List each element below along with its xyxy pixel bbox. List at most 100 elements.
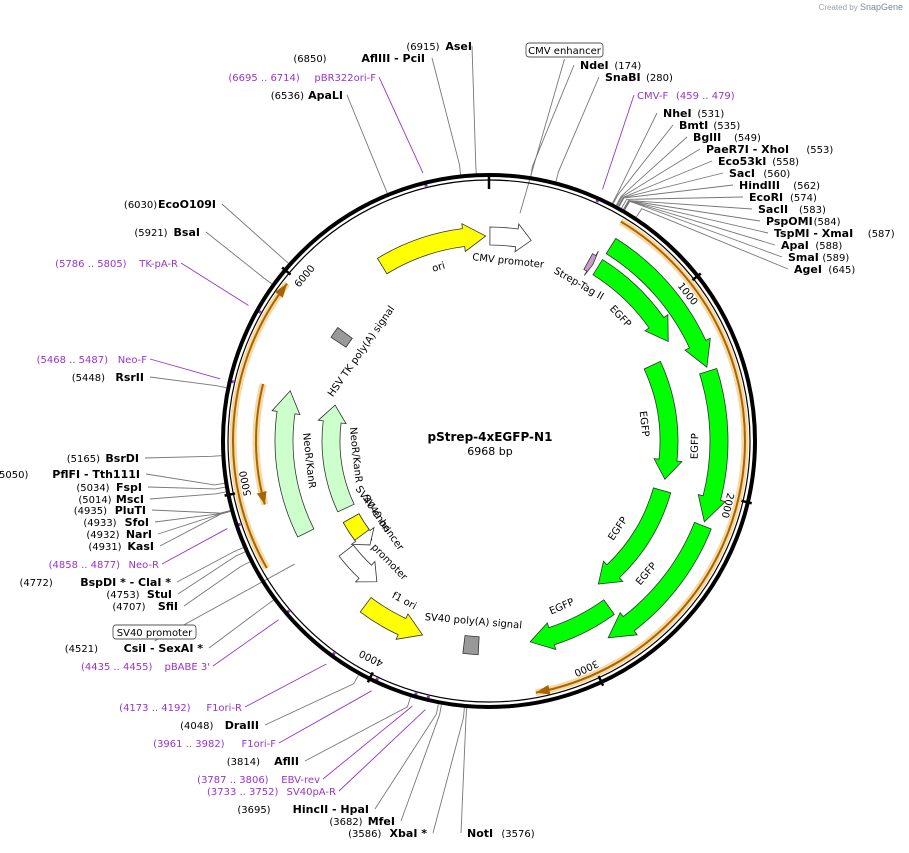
primer-pbabe3[interactable]: pBABE 3': [164, 662, 210, 673]
feature-strep-tag[interactable]: [583, 251, 599, 276]
orf-arc-orf-big: [535, 220, 746, 694]
feature-label-neor2: NeoR/KanR: [347, 427, 364, 484]
site-apai[interactable]: ApaI: [781, 239, 809, 252]
feature-egfp-i2[interactable]: [643, 360, 683, 481]
site-sfoi[interactable]: SfoI: [125, 516, 149, 529]
leader-bsai: [205, 231, 273, 285]
primer-f1orir[interactable]: F1ori-R: [206, 703, 242, 714]
site-sacii[interactable]: SacII: [758, 203, 788, 216]
feature-egfp-i3[interactable]: [597, 487, 672, 585]
site-pos-afliii: (6850): [293, 54, 326, 65]
leader-rsrii: [149, 376, 227, 389]
feature-egfp-o3[interactable]: [607, 521, 712, 639]
site-sfii[interactable]: SfiI: [158, 600, 178, 613]
site-fspi[interactable]: FspI: [116, 481, 142, 494]
feature-cmv-promoter[interactable]: [489, 223, 532, 253]
site-smai[interactable]: SmaI: [788, 251, 819, 264]
feature-label-f1-ori: f1 ori: [390, 590, 418, 612]
feature-hsv-tk[interactable]: [330, 326, 353, 348]
site-nari[interactable]: NarI: [126, 528, 152, 541]
site-asei[interactable]: AseI: [445, 40, 472, 53]
plasmid-center-label: pStrep-4xEGFP-N1 6968 bp: [428, 430, 553, 458]
site-eco53ki[interactable]: Eco53kI: [718, 155, 766, 168]
site-pos-aflii: (3814): [227, 757, 260, 768]
site-tspmi[interactable]: TspMI - XmaI: [774, 227, 853, 240]
site-afliii[interactable]: AflIII - PciI: [361, 52, 425, 65]
site-snabi[interactable]: SnaBI: [605, 71, 641, 84]
site-hincii[interactable]: HincII - HpaI: [293, 803, 369, 816]
site-apali[interactable]: ApaLI: [308, 89, 343, 102]
site-ecori[interactable]: EcoRI: [749, 191, 783, 204]
site-pspomi[interactable]: PspOMI: [766, 215, 813, 228]
plasmid-name: pStrep-4xEGFP-N1: [428, 430, 553, 444]
site-rsrii[interactable]: RsrII: [115, 371, 144, 384]
orf-arcs: [229, 218, 749, 697]
site-kasi[interactable]: KasI: [127, 540, 154, 553]
site-pluti[interactable]: PluTI: [115, 504, 146, 517]
site-nhei_ndei[interactable]: NdeI: [580, 59, 609, 72]
tick-3000: [597, 675, 605, 687]
feature-egfp-o1[interactable]: [605, 237, 711, 369]
leader-noti: [460, 708, 468, 834]
feature-label-egfp-o2: EGFP: [690, 433, 702, 459]
primer-f1orif[interactable]: F1ori-F: [242, 739, 277, 750]
feature-ori[interactable]: [376, 222, 487, 275]
leader-agei: [635, 208, 789, 270]
site-draiii[interactable]: DraIII: [225, 719, 259, 732]
site-hindiii[interactable]: HindIII: [739, 179, 780, 192]
boxed-feature-sv40-promoter[interactable]: [112, 624, 197, 640]
primer-range-tkpar: (5786 .. 5805): [55, 259, 127, 270]
site-pos-bmti: (535): [713, 121, 740, 132]
site-aflii[interactable]: AflII: [274, 755, 299, 768]
site-csii[interactable]: CsiI - SexAI *: [124, 642, 204, 655]
site-pos-sacii: (583): [799, 205, 826, 216]
primer-leader-sv40par: [338, 709, 426, 792]
site-pos-ecoo109i: (6030): [124, 200, 157, 211]
feature-egfp-o2[interactable]: [697, 367, 729, 523]
feature-egfp-i4[interactable]: [529, 599, 615, 651]
site-nhei[interactable]: NheI: [663, 107, 692, 120]
plasmid-backbone: [221, 173, 757, 709]
primer-sv40par[interactable]: SV40pA-R: [287, 787, 336, 798]
primer-cmvf[interactable]: CMV-F: [637, 91, 668, 102]
site-bmti[interactable]: BmtI: [679, 119, 708, 132]
site-xbai[interactable]: XbaI *: [390, 827, 428, 840]
site-pos-nhei: (531): [697, 109, 724, 120]
site-msci[interactable]: MscI: [116, 493, 144, 506]
feature-neor1[interactable]: [271, 390, 315, 538]
site-agei[interactable]: AgeI: [794, 263, 822, 276]
site-pos-saci: (560): [763, 169, 790, 180]
site-bspdi[interactable]: BspDI * - ClaI *: [80, 576, 171, 589]
site-bsai[interactable]: BsaI: [174, 226, 200, 239]
feature-f1-ori[interactable]: [359, 596, 424, 640]
site-pflfi[interactable]: PflFI - Tth111I: [52, 468, 140, 481]
site-labels[interactable]: AseI(6915)AflIII - PciI(6850)ApaLI(6536)…: [0, 40, 895, 840]
plasmid-size: 6968 bp: [467, 445, 512, 458]
primer-tkpar[interactable]: TK-pA-R: [138, 259, 178, 270]
site-pos-csii: (4521): [65, 644, 98, 655]
site-stui[interactable]: StuI: [147, 588, 172, 601]
site-pos-eco53ki: (558): [772, 157, 799, 168]
site-bsrdi[interactable]: BsrDI: [105, 452, 139, 465]
primer-leader-neor: [161, 528, 228, 565]
site-saci[interactable]: SacI: [729, 167, 755, 180]
leader-nhei_ndei: [530, 64, 575, 177]
primer-pbr322[interactable]: pBR322ori-F: [314, 73, 376, 84]
site-ecoo109i[interactable]: EcoO109I: [158, 198, 216, 211]
site-mfei[interactable]: MfeI: [368, 815, 395, 828]
boxed-feature-cmv-enhancer[interactable]: [525, 42, 604, 58]
primer-neof[interactable]: Neo-F: [118, 355, 148, 366]
feature-label-ori: ori: [431, 261, 447, 275]
site-paer7i[interactable]: PaeR7I - XhoI: [706, 143, 789, 156]
feature-egfp-i1[interactable]: [592, 259, 669, 343]
site-bglii[interactable]: BglII: [693, 131, 721, 144]
feature-neor2[interactable]: [317, 404, 355, 513]
feature-ampr-promoter[interactable]: [338, 544, 378, 583]
feature-sv40-ori[interactable]: [342, 513, 370, 541]
primer-neor[interactable]: Neo-R: [129, 560, 160, 571]
site-noti[interactable]: NotI: [467, 827, 493, 840]
primer-ebvrev[interactable]: EBV-rev: [281, 775, 320, 786]
feature-sv40-polya[interactable]: [462, 635, 480, 656]
